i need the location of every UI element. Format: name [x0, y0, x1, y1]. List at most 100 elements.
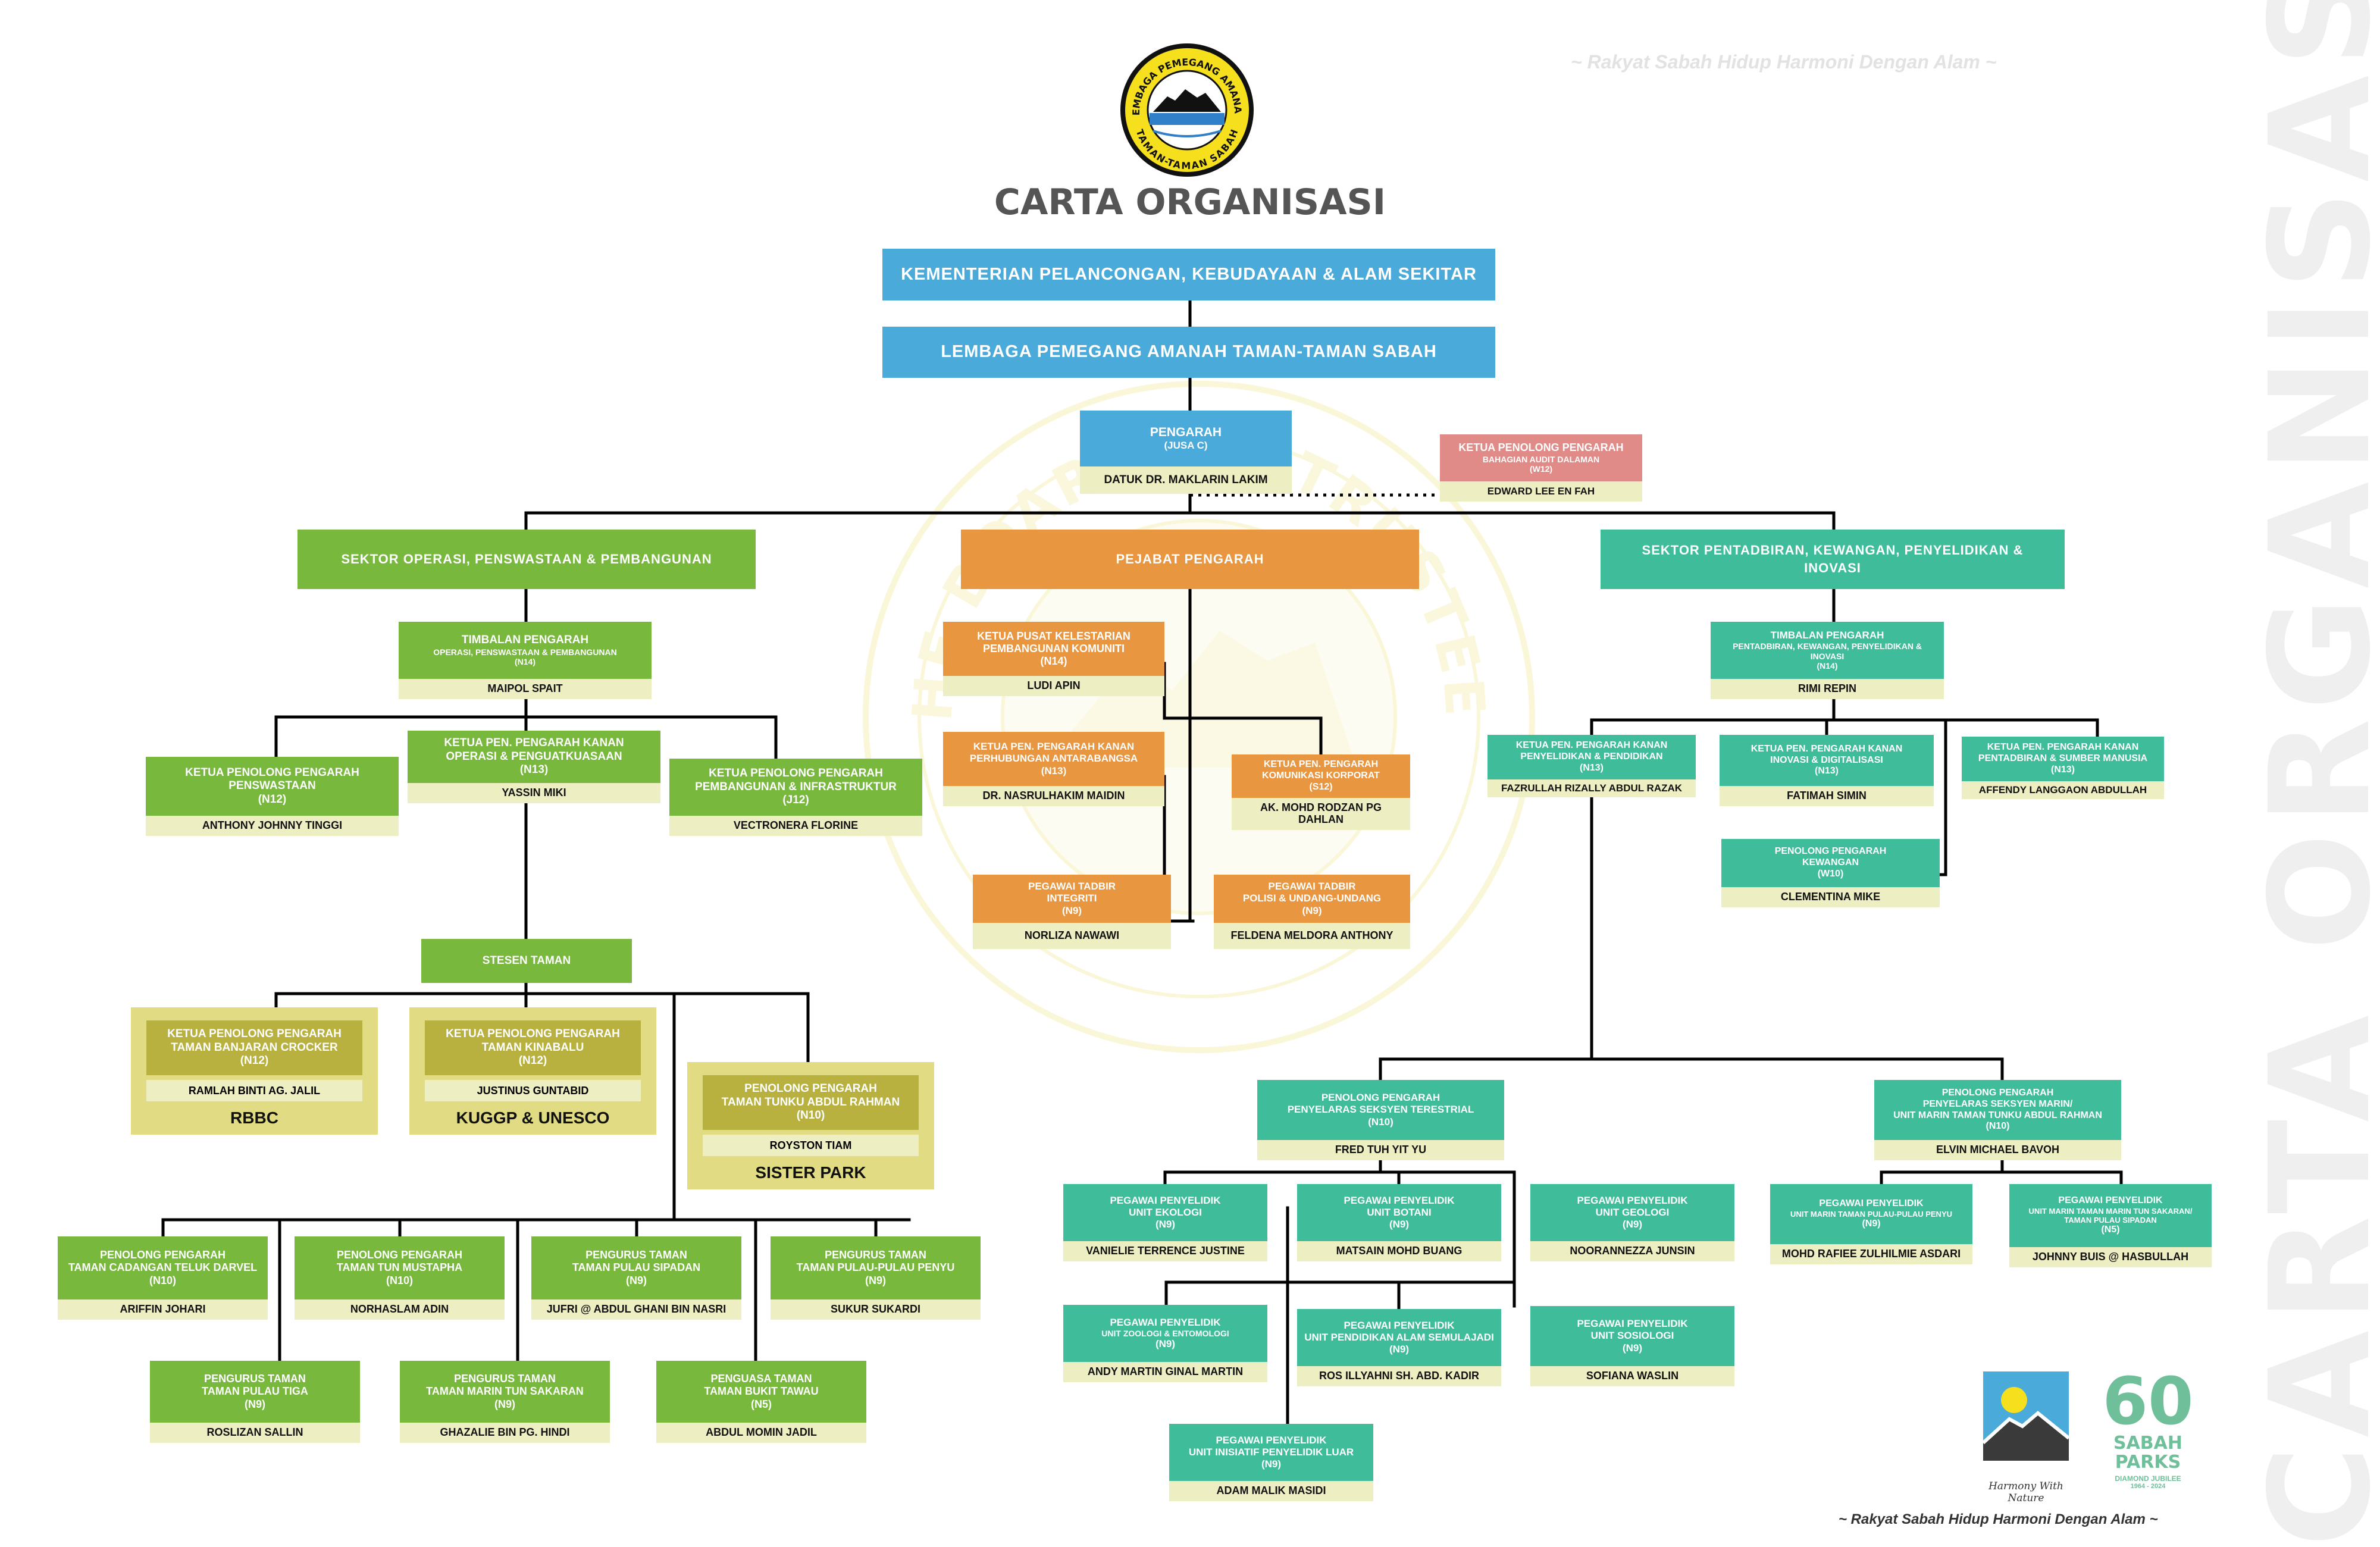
- kinabalu-grade: (N12): [518, 1054, 547, 1067]
- admin-marine-grade: (N10): [1986, 1121, 2010, 1132]
- unit-education-grade: (N9): [1389, 1344, 1410, 1355]
- unit-initiative-unit: UNIT INISIATIF PENYELIDIK LUAR: [1188, 1446, 1354, 1458]
- admin-innovation-name: FATIMAH SIMIN: [1720, 786, 1934, 806]
- admin-finance-box: PENOLONG PENGARAH KEWANGAN (W10) CLEMENT…: [1721, 839, 1940, 907]
- office-corporate-title: KETUA PEN. PENGARAH: [1263, 759, 1379, 770]
- crocker-grade: (N12): [240, 1054, 269, 1067]
- admin-research-box: KETUA PEN. PENGARAH KANAN PENYELIDIKAN &…: [1488, 735, 1696, 797]
- sector-office-header: PEJABAT PENGARAH: [961, 530, 1419, 589]
- sector-admin-header: SEKTOR PENTADBIRAN, KEWANGAN, PENYELIDIK…: [1601, 530, 2065, 589]
- audit-title: KETUA PENOLONG PENGARAH: [1458, 441, 1624, 454]
- park-sakaran-grade: (N9): [494, 1398, 515, 1410]
- ministry-bar: KEMENTERIAN PELANCONGAN, KEBUDAYAAN & AL…: [882, 249, 1495, 300]
- admin-hr-unit: PENTADBIRAN & SUMBER MANUSIA: [1978, 753, 2148, 764]
- park-mustapha-grade: (N10): [386, 1274, 413, 1286]
- unit-botany-name: MATSAIN MOHD BUANG: [1297, 1241, 1501, 1261]
- unit-sociology-box: PEGAWAI PENYELIDIK UNIT SOSIOLOGI (N9) S…: [1530, 1306, 1734, 1386]
- board-bar: LEMBAGA PEMEGANG AMANAH TAMAN-TAMAN SABA…: [882, 327, 1495, 378]
- admin-hr-title: KETUA PEN. PENGARAH KANAN: [1987, 742, 2139, 753]
- unit-pulau-penyu-title: PEGAWAI PENYELIDIK: [1819, 1198, 1924, 1208]
- park-sipadan-box: PENGURUS TAMAN TAMAN PULAU SIPADAN (N9) …: [531, 1236, 741, 1320]
- unit-sociology-title: PEGAWAI PENYELIDIK: [1577, 1318, 1688, 1330]
- unit-zoology-name: ANDY MARTIN GINAL MARTIN: [1063, 1362, 1267, 1382]
- admin-deputy-grade: (N14): [1817, 661, 1838, 671]
- office-policy-unit: POLISI & UNDANG-UNDANG: [1242, 892, 1382, 904]
- park-darvel-box: PENOLONG PENGARAH TAMAN CADANGAN TELUK D…: [58, 1236, 268, 1320]
- unit-sakaran-sipadan-name: JOHNNY BUIS @ HASBULLAH: [2009, 1247, 2212, 1267]
- ops-privatisation-title: KETUA PENOLONG PENGARAH: [185, 766, 359, 779]
- office-international-name: DR. NASRULHAKIM MAIDIN: [943, 786, 1164, 806]
- unit-zoology-grade: (N9): [1155, 1338, 1176, 1350]
- tar-head: PENOLONG PENGARAH TAMAN TUNKU ABDUL RAHM…: [703, 1075, 919, 1130]
- park-penyu-name: SUKUR SUKARDI: [771, 1299, 981, 1320]
- unit-ecology-box: PEGAWAI PENYELIDIK UNIT EKOLOGI (N9) VAN…: [1063, 1184, 1267, 1261]
- kinabalu-panel: KETUA PENOLONG PENGARAH TAMAN KINABALU (…: [409, 1007, 656, 1135]
- admin-marine-title: PENOLONG PENGARAH: [1941, 1087, 2054, 1098]
- office-policy-name: FELDENA MELDORA ANTHONY: [1214, 923, 1410, 949]
- admin-hr-box: KETUA PEN. PENGARAH KANAN PENTADBIRAN & …: [1962, 737, 2164, 799]
- kinabalu-head: KETUA PENOLONG PENGARAH TAMAN KINABALU (…: [425, 1020, 641, 1075]
- park-tawau-box: PENGUASA TAMAN TAMAN BUKIT TAWAU (N5) AB…: [656, 1361, 866, 1443]
- admin-finance-grade: (W10): [1817, 868, 1844, 879]
- park-sakaran-title: PENGURUS TAMAN: [454, 1373, 556, 1385]
- unit-education-title: PEGAWAI PENYELIDIK: [1344, 1319, 1455, 1331]
- ops-development-name: VECTRONERA FLORINE: [669, 816, 922, 836]
- office-integrity-box: PEGAWAI TADBIR INTEGRITI (N9) NORLIZA NA…: [973, 875, 1171, 949]
- unit-zoology-title: PEGAWAI PENYELIDIK: [1110, 1316, 1221, 1328]
- unit-botany-title: PEGAWAI PENYELIDIK: [1344, 1194, 1455, 1206]
- audit-unit: BAHAGIAN AUDIT DALAMAN: [1482, 454, 1600, 464]
- admin-research-grade: (N13): [1579, 762, 1604, 773]
- unit-botany-box: PEGAWAI PENYELIDIK UNIT BOTANI (N9) MATS…: [1297, 1184, 1501, 1261]
- unit-initiative-title: PEGAWAI PENYELIDIK: [1216, 1434, 1327, 1446]
- office-corporate-unit: KOMUNIKASI KORPORAT: [1262, 771, 1380, 781]
- park-darvel-grade: (N10): [149, 1274, 176, 1286]
- unit-initiative-grade: (N9): [1261, 1458, 1282, 1470]
- sector-ops-header: SEKTOR OPERASI, PENSWASTAAN & PEMBANGUNA…: [298, 530, 756, 589]
- park-sakaran-box: PENGURUS TAMAN TAMAN MARIN TUN SAKARAN (…: [400, 1361, 610, 1443]
- park-tawau-grade: (N5): [751, 1398, 772, 1410]
- kinabalu-title: KETUA PENOLONG PENGARAH: [446, 1027, 620, 1040]
- office-international-title: KETUA PEN. PENGARAH KANAN: [973, 741, 1135, 753]
- admin-marine-box: PENOLONG PENGARAH PENYELARAS SEKSYEN MAR…: [1874, 1080, 2121, 1160]
- director-title: PENGARAH: [1150, 425, 1222, 439]
- admin-research-unit: PENYELIDIKAN & PENDIDIKAN: [1520, 751, 1663, 762]
- admin-deputy-title: TIMBALAN PENGARAH: [1770, 630, 1884, 641]
- unit-ecology-unit: UNIT EKOLOGI: [1129, 1206, 1202, 1218]
- office-international-unit: PERHUBUNGAN ANTARABANGSA: [969, 753, 1138, 765]
- ops-privatisation-name: ANTHONY JOHNNY TINGGI: [146, 816, 399, 836]
- admin-deputy-box: TIMBALAN PENGARAH PENTADBIRAN, KEWANGAN,…: [1711, 622, 1944, 699]
- unit-sakaran-sipadan-box: PEGAWAI PENYELIDIK UNIT MARIN TAMAN MARI…: [2009, 1184, 2212, 1267]
- admin-innovation-box: KETUA PEN. PENGARAH KANAN INOVASI & DIGI…: [1720, 735, 1934, 806]
- office-international-box: KETUA PEN. PENGARAH KANAN PERHUBUNGAN AN…: [943, 732, 1164, 806]
- tar-label: SISTER PARK: [755, 1163, 866, 1182]
- unit-geology-name: NOORANNEZZA JUNSIN: [1530, 1241, 1734, 1261]
- harmony-logo: Harmony With Nature: [1978, 1371, 2074, 1504]
- unit-pulau-penyu-box: PEGAWAI PENYELIDIK UNIT MARIN TAMAN PULA…: [1770, 1184, 1972, 1264]
- sabah-parks-60-logo: 60 SABAH PARKS DIAMOND JUBILEE 1964 - 20…: [2088, 1368, 2207, 1505]
- unit-education-name: ROS ILLYAHNI SH. ABD. KADIR: [1297, 1366, 1501, 1386]
- admin-terrestrial-name: FRED TUH YIT YU: [1257, 1140, 1504, 1160]
- admin-terrestrial-box: PENOLONG PENGARAH PENYELARAS SEKSYEN TER…: [1257, 1080, 1504, 1160]
- park-sakaran-name: GHAZALIE BIN PG. HINDI: [400, 1423, 610, 1443]
- office-community-unit: PEMBANGUNAN KOMUNITI: [983, 642, 1125, 654]
- sabah-parks-60: 60: [2102, 1363, 2194, 1439]
- admin-finance-name: CLEMENTINA MIKE: [1721, 887, 1940, 907]
- ops-privatisation-box: KETUA PENOLONG PENGARAH PENSWASTAAN (N12…: [146, 757, 399, 836]
- park-sipadan-grade: (N9): [626, 1274, 647, 1286]
- office-policy-grade: (N9): [1302, 904, 1322, 916]
- crocker-unit: TAMAN BANJARAN CROCKER: [171, 1041, 338, 1054]
- admin-innovation-unit: INOVASI & DIGITALISASI: [1770, 754, 1883, 765]
- ops-operations-unit: OPERASI & PENGUATKUASAAN: [446, 750, 622, 763]
- kinabalu-unit: TAMAN KINABALU: [481, 1041, 584, 1054]
- unit-geology-title: PEGAWAI PENYELIDIK: [1577, 1194, 1688, 1206]
- admin-research-title: KETUA PEN. PENGARAH KANAN: [1515, 740, 1668, 751]
- office-corporate-grade: (S12): [1309, 781, 1333, 792]
- unit-pulau-penyu-grade: (N9): [1862, 1219, 1881, 1229]
- admin-finance-unit: KEWANGAN: [1802, 857, 1859, 868]
- office-community-name: LUDI APIN: [943, 676, 1164, 696]
- office-community-box: KETUA PUSAT KELESTARIAN PEMBANGUNAN KOMU…: [943, 622, 1164, 696]
- ops-operations-grade: (N13): [519, 763, 549, 776]
- director-box: PENGARAH (JUSA C) DATUK DR. MAKLARIN LAK…: [1080, 411, 1292, 494]
- park-sakaran-unit: TAMAN MARIN TUN SAKARAN: [426, 1385, 584, 1398]
- director-name: DATUK DR. MAKLARIN LAKIM: [1080, 466, 1292, 494]
